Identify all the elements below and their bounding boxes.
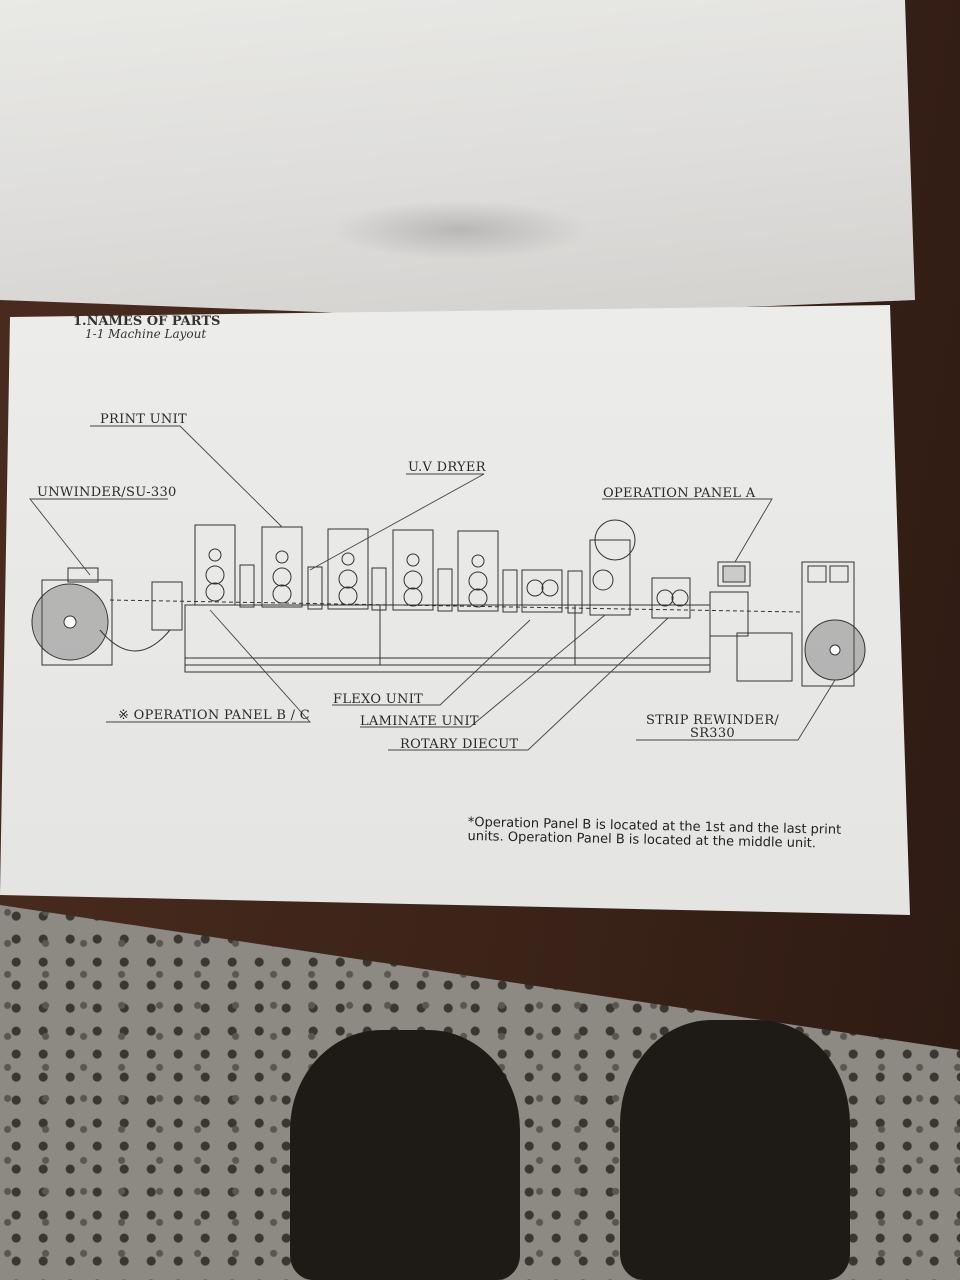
- label-laminate-unit: LAMINATE UNIT: [360, 714, 479, 729]
- machine-base: [184, 604, 711, 666]
- flexo-unit-machine: [521, 569, 563, 613]
- label-operation-panel-a: OPERATION PANEL A: [603, 486, 756, 501]
- uv-dryer-4: [437, 568, 453, 612]
- machine-floor-rail: [184, 657, 711, 673]
- uv-dryer-3: [371, 567, 387, 611]
- label-print-unit: PRINT UNIT: [100, 412, 187, 427]
- leader-lines: [29, 425, 836, 751]
- upper-page: [0, 0, 915, 318]
- page-crease: [330, 200, 590, 260]
- section-heading: 1.NAMES OF PARTS: [73, 314, 221, 329]
- laminate-unit-machine: [589, 519, 636, 616]
- label-unwinder: UNWINDER/SU-330: [37, 485, 177, 500]
- label-operation-panel-bc: ※ OPERATION PANEL B / C: [118, 708, 310, 723]
- unwinder-machine: [31, 567, 183, 666]
- print-unit-5: [457, 530, 499, 612]
- print-unit-3: [327, 528, 369, 610]
- label-rotary-diecut: ROTARY DIECUT: [400, 737, 519, 752]
- uv-dryer-2: [307, 566, 323, 610]
- right-shoe: [620, 1020, 850, 1280]
- label-strip-rewinder-line2: SR330: [690, 726, 736, 741]
- left-shoe: [290, 1030, 520, 1280]
- rotary-diecut-machine: [651, 577, 691, 619]
- print-unit-2: [261, 526, 303, 608]
- uv-dryer-1: [239, 564, 255, 608]
- section-subheading: 1-1 Machine Layout: [85, 327, 207, 341]
- uv-dryer-6: [567, 570, 583, 614]
- print-unit-4: [392, 529, 434, 611]
- label-strip-rewinder-line1: STRIP REWINDER/: [646, 713, 780, 728]
- uv-dryer-5: [502, 569, 518, 613]
- strip-rewinder-machine: [736, 561, 866, 687]
- label-flexo-unit: FLEXO UNIT: [333, 692, 424, 707]
- label-uv-dryer: U.V DRYER: [408, 460, 486, 475]
- operation-panel-a-console: [709, 561, 751, 637]
- print-unit-1: [194, 524, 236, 606]
